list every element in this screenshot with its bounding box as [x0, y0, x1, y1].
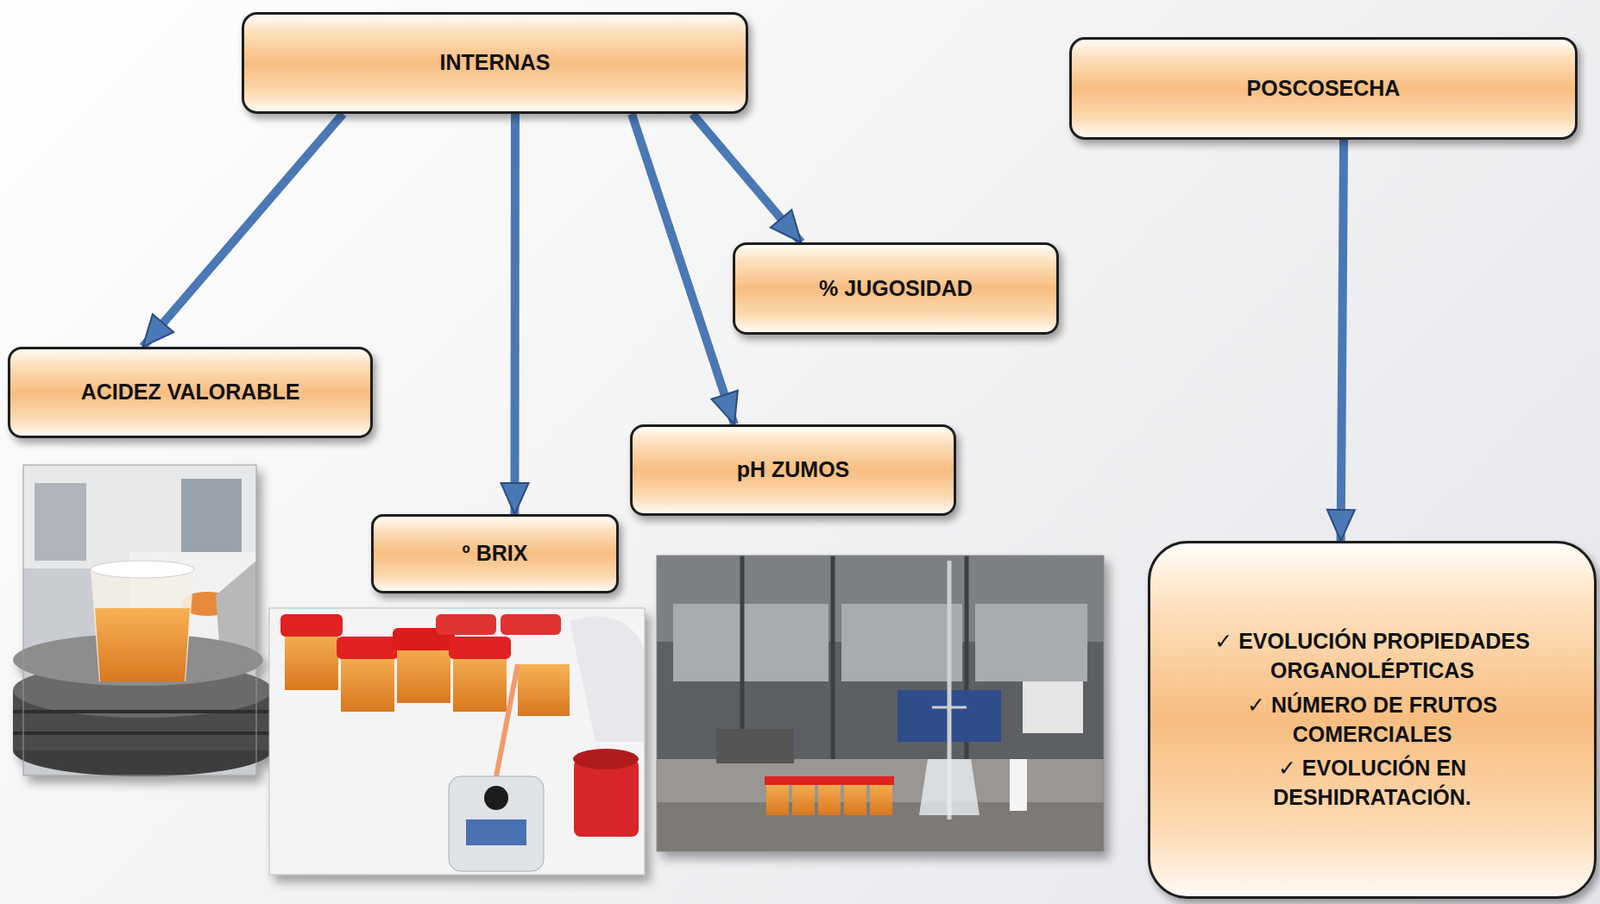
box-label: POSCOSECHA	[1247, 74, 1401, 104]
category-box: INTERNAS	[241, 12, 749, 114]
photo-acidity	[12, 465, 272, 777]
box-label: INTERNAS	[440, 48, 551, 78]
connector-arrow	[1341, 139, 1344, 542]
checklist-item: ✓ EVOLUCIÓN PROPIEDADES ORGANOLÉPTICAS	[1199, 627, 1545, 687]
checklist-item: ✓ NÚMERO DE FRUTOS COMERCIALES	[1199, 691, 1545, 750]
connector-arrow	[692, 113, 801, 243]
connector-arrow	[510, 113, 520, 515]
measure-box: º BRIX	[371, 514, 619, 594]
photo-ph-lab	[656, 555, 1104, 852]
box-label: pH ZUMOS	[737, 455, 851, 486]
connector-arrow	[631, 113, 735, 425]
box-label: º BRIX	[462, 539, 529, 569]
photo-brix	[269, 608, 645, 876]
measure-box: pH ZUMOS	[629, 424, 957, 517]
box-label: % JUGOSIDAD	[818, 274, 973, 304]
measure-box: ACIDEZ VALORABLE	[7, 346, 373, 439]
connector-arrow	[143, 113, 344, 347]
box-label: ACIDEZ VALORABLE	[81, 377, 301, 408]
category-box: POSCOSECHA	[1069, 37, 1578, 140]
checklist-item: ✓ EVOLUCIÓN EN DESHIDRATACIÓN.	[1199, 754, 1545, 813]
checklist-box: ✓ EVOLUCIÓN PROPIEDADES ORGANOLÉPTICAS✓ …	[1147, 541, 1597, 900]
measure-box: % JUGOSIDAD	[732, 242, 1059, 335]
